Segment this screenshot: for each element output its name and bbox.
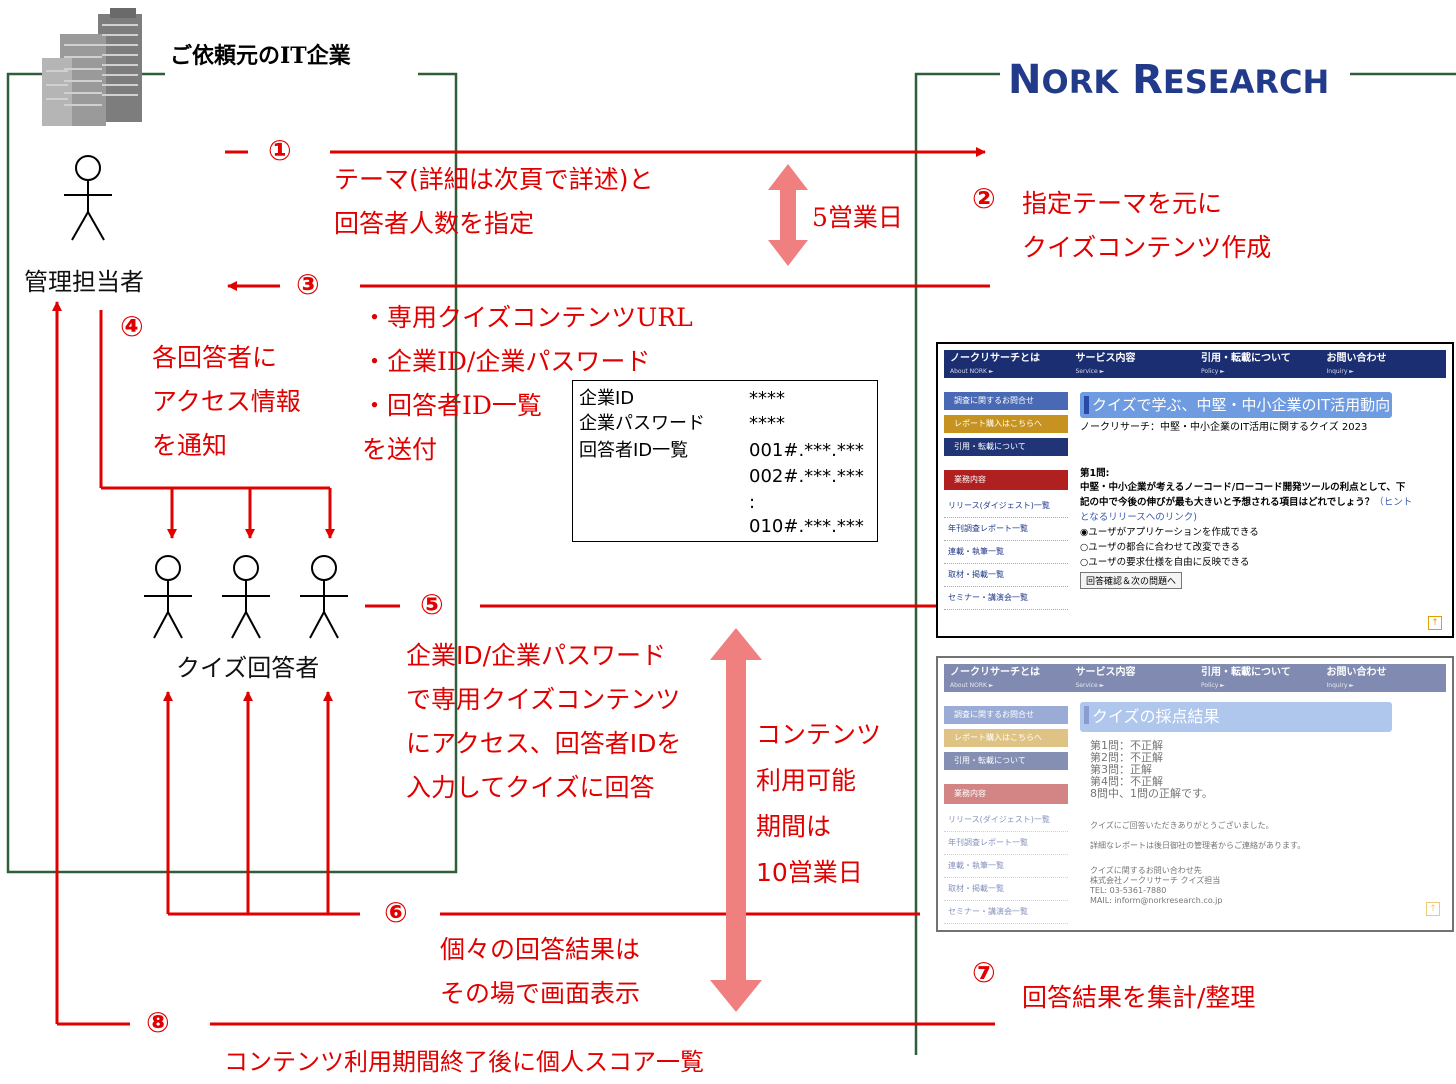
lead-time-double-arrow: [768, 164, 808, 266]
client-frame: [6, 72, 458, 874]
step-2-number: ②: [972, 182, 996, 215]
step-1-text: テーマ(詳細は次頁で詳述)と回答者人数を指定: [334, 165, 654, 238]
step-6-text: 個々の回答結果はその場で画面表示: [440, 935, 641, 1008]
result-sidebar: 調査に関するお問合せ レポート購入はこちらへ 引用・転載について 業務内容 リリ…: [944, 706, 1068, 924]
answer-option: ○ユーザの都合に合わせて改変できる: [1080, 542, 1240, 553]
result-title: クイズの採点結果: [1080, 702, 1392, 732]
manager-figure: [64, 155, 112, 241]
step-7-number: ⑦: [972, 956, 996, 989]
quiz-title: クイズで学ぶ、中堅・中小企業のIT活用動向: [1080, 392, 1392, 418]
quiz-sidebar: 調査に関するお問合せ レポート購入はこちらへ 引用・転載について 業務内容 リリ…: [944, 392, 1068, 610]
step-5-text: 企業ID/企業パスワードで専用クイズコンテンツ にアクセス、回答者IDを入力して…: [406, 641, 682, 802]
step-1-number: ①: [268, 134, 292, 167]
lead-time-label: 5営業日: [812, 203, 903, 232]
step-6-number: ⑥: [384, 896, 408, 929]
flow-diagram-lines: [6, 72, 1456, 1055]
step-8-number: ⑧: [146, 1006, 170, 1039]
respondent-figure-2: [222, 555, 270, 639]
period-double-arrow: [710, 628, 762, 1012]
respondent-label: クイズ回答者: [176, 654, 320, 682]
question-number: 第1問:: [1080, 468, 1110, 479]
answer-option: ◉ユーザがアプリケーションを作成できる: [1080, 527, 1259, 538]
step-3-number: ③: [296, 268, 320, 301]
step-4-number: ④: [120, 310, 144, 343]
building-icon: [42, 8, 142, 126]
question-line1: 中堅・中小企業が考えるノーコード/ローコード開発ツールの利点として、下: [1080, 482, 1406, 493]
step-3-text: ・専用クイズコンテンツURL・企業ID/企業パスワード ・回答者ID一覧を送付: [362, 303, 693, 464]
respondent-figure-3: [300, 555, 348, 639]
question-line2: 記の中で今後の伸びが最も大きいと予想される項目はどれでしょう？（ヒント: [1080, 497, 1413, 508]
step-4-text: 各回答者にアクセス情報を通知: [152, 343, 301, 460]
result-list: 第1問：不正解第2問：不正解 第3問：正解第4問：不正解 8問中、1問の正解です…: [1090, 739, 1213, 800]
step-2-text: 指定テーマを元にクイズコンテンツ作成: [1022, 189, 1272, 262]
quiz-subtitle: ノークリサーチ：中堅・中小企業のIT活用に関するクイズ 2023: [1080, 422, 1368, 433]
step-8-text: コンテンツ利用期間終了後に個人スコア一覧: [224, 1048, 704, 1076]
contact-info: クイズに関するお問い合わせ先株式会社ノークリサーチ クイズ担当 TEL: 03-…: [1090, 866, 1223, 905]
step-5-number: ⑤: [420, 588, 444, 621]
nork-frame: [914, 72, 1456, 1055]
hint-link: となるリリースへのリンク): [1080, 512, 1197, 523]
nork-research-logo: NORK RESEARCH: [1000, 58, 1338, 104]
manager-label: 管理担当者: [24, 268, 144, 296]
step-7-text: 回答結果を集計/整理: [1022, 983, 1256, 1012]
page-top-icon: ↑: [1426, 902, 1440, 916]
page-top-icon: ↑: [1428, 616, 1442, 630]
thanks-text: クイズにご回答いただきありがとうございました。: [1090, 821, 1274, 830]
note-text: 詳細なレポートは後日御社の管理者からご連絡があります。: [1090, 841, 1306, 850]
respondent-figure-1: [144, 555, 192, 639]
answer-option: ○ユーザの要求仕様を自由に反映できる: [1080, 557, 1250, 568]
next-question-button: 回答確認＆次の問題へ: [1080, 572, 1183, 589]
client-title: ご依頼元のIT企業: [170, 43, 351, 69]
